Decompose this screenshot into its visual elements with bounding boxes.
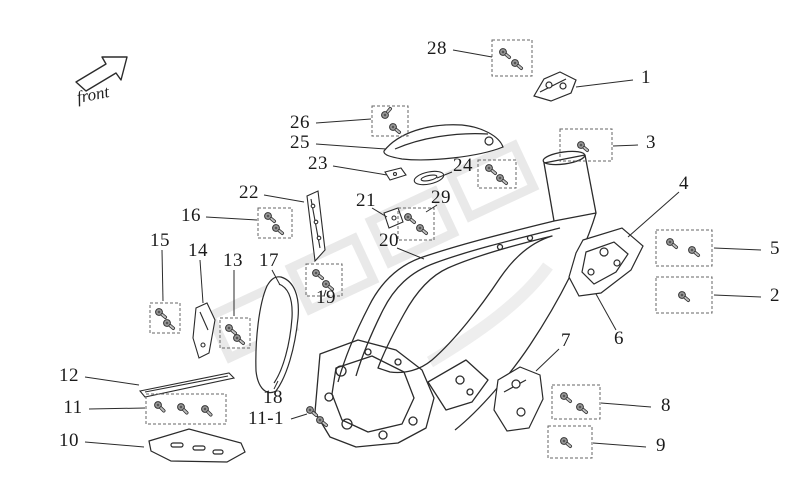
hardware-box-5 — [655, 229, 713, 267]
screw-icon — [686, 244, 702, 260]
hardware-box-26 — [371, 105, 409, 137]
hardware-box-29 — [397, 207, 435, 241]
part-25 — [383, 124, 504, 161]
part-10 — [148, 428, 246, 463]
screw-icon — [153, 306, 169, 322]
part-22 — [306, 190, 326, 263]
screw-icon — [270, 222, 286, 238]
hardware-box-28 — [491, 39, 533, 77]
screw-icon — [262, 210, 278, 226]
part-4-6 — [568, 227, 644, 297]
screw-icon — [152, 399, 168, 415]
screw-icon — [558, 435, 574, 451]
hardware-box-9 — [547, 425, 593, 459]
screw-icon — [161, 317, 177, 333]
hardware-box-2 — [655, 276, 713, 314]
hardware-box-13 — [219, 317, 251, 349]
part-24 — [413, 170, 445, 186]
screw-icon — [320, 278, 336, 294]
screw-icon — [402, 211, 418, 227]
screw-icon — [414, 222, 430, 238]
part-23 — [384, 167, 407, 181]
hardware-box-11 — [145, 393, 227, 425]
hardware-box-15 — [149, 302, 181, 334]
screw-icon — [664, 236, 680, 252]
screw-icon — [676, 289, 692, 305]
hardware-box-3 — [559, 128, 613, 162]
screw-icon — [497, 46, 513, 62]
hardware-box-16 — [257, 207, 293, 239]
screw-icon — [387, 121, 403, 137]
screw-icon — [558, 390, 574, 406]
front-arrow: front — [75, 56, 128, 107]
screw-icon — [199, 403, 215, 419]
part-14 — [192, 302, 216, 359]
screw-icon — [574, 401, 590, 417]
part-1 — [533, 71, 577, 102]
part-18 — [255, 276, 299, 394]
screw-icon — [231, 332, 247, 348]
screw-icon — [379, 105, 395, 121]
screw-icon — [483, 162, 499, 178]
screw-icon — [175, 401, 191, 417]
screw-icon — [509, 57, 525, 73]
screw-icon — [494, 172, 510, 188]
part-7 — [493, 366, 544, 432]
leader-lines — [84, 49, 762, 448]
hardware-box-8 — [551, 384, 601, 420]
hardware-box-24 — [477, 159, 517, 189]
hardware-box-19 — [305, 263, 343, 297]
part-12 — [138, 372, 236, 398]
screw-icon — [310, 267, 326, 283]
